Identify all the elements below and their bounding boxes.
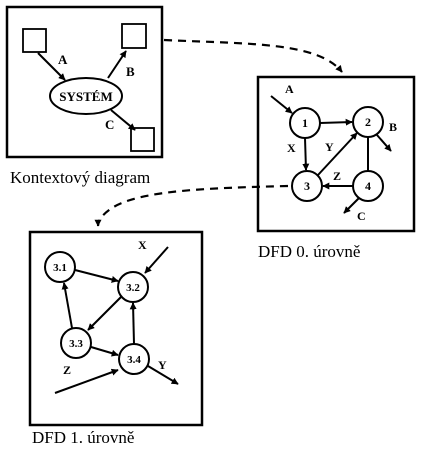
dfd1-frame	[28, 230, 204, 427]
system-label: SYSTÉM	[59, 89, 112, 104]
context-diagram-frame	[5, 5, 164, 159]
dfd0-flow-b-label: B	[389, 120, 397, 134]
dfd0-process-3	[291, 170, 323, 202]
flow-a-label: A	[58, 52, 68, 67]
dfd0-flow-a-arrow	[270, 95, 293, 114]
dfd1-flow-3-4-to-3-2	[129, 302, 137, 345]
dashed-connector-to-dfd1	[94, 184, 289, 227]
dfd0-flow-z-label: Z	[333, 169, 341, 183]
dfd0-diagram: 1 2 3 4 A B X Y Z C DFD 0. úrovně	[256, 75, 416, 261]
dfd1-flow-x-arrow	[144, 246, 169, 274]
dfd1-process-3-2	[117, 271, 149, 303]
external-entity-b	[121, 23, 147, 49]
external-entity-c	[130, 127, 155, 152]
dfd1-caption: DFD 1. úrovně	[32, 428, 134, 447]
flow-c-arrow	[110, 109, 136, 131]
dfd0-flow-x-arrow	[302, 137, 310, 171]
dfd1-flow-3-3-to-3-1	[61, 282, 73, 329]
system-node	[49, 77, 123, 115]
flow-b-label: B	[126, 64, 135, 79]
dfd1-flow-z-label: Z	[63, 363, 71, 377]
dfd0-flow-y-arrow	[317, 132, 358, 176]
context-diagram: SYSTÉM A B C Kontextový diagram	[5, 5, 164, 187]
dfd0-frame	[256, 75, 416, 233]
dfd0-caption: DFD 0. úrovně	[258, 242, 360, 261]
dfd1-process-3-3	[60, 327, 92, 359]
context-diagram-caption: Kontextový diagram	[10, 168, 150, 187]
dfd1-process-3-2-label: 3.2	[126, 282, 140, 294]
dfd0-process-3-label: 3	[304, 179, 310, 193]
dfd0-flow-a-label: A	[285, 82, 294, 96]
dfd1-flow-3-2-to-3-3	[87, 296, 122, 331]
dfd0-flow-b-arrow	[376, 134, 392, 152]
external-entity-a	[22, 28, 47, 53]
dfd1-diagram: 3.1 3.2 3.3 3.4 X Z Y DFD 1. úrovně	[28, 230, 204, 447]
dfd1-flow-x-label: X	[138, 238, 147, 252]
flow-c-label: C	[105, 117, 114, 132]
dfd1-process-3-1-label: 3.1	[53, 262, 67, 274]
flow-a-arrow	[37, 52, 66, 81]
dfd1-process-3-4-label: 3.4	[127, 354, 141, 366]
dfd1-process-3-1	[44, 251, 76, 283]
dfd0-process-1-label: 1	[302, 116, 308, 130]
flow-b-arrow	[107, 50, 127, 79]
dashed-connector-to-dfd0	[163, 38, 343, 73]
dfd1-flow-3-1-to-3-2	[74, 269, 119, 283]
dfd1-flow-y-arrow	[147, 365, 179, 385]
dfd1-flow-z-arrow	[54, 368, 119, 394]
dfd1-flow-y-label: Y	[158, 358, 167, 372]
dfd0-flow-c-arrow	[343, 197, 360, 214]
dfd0-flow-x-label: X	[287, 141, 296, 155]
dfd0-flow-1-2	[319, 118, 353, 126]
dfd0-process-4-label: 4	[365, 179, 371, 193]
dfd0-flow-c-label: C	[357, 209, 366, 223]
dfd0-flow-y-label: Y	[325, 140, 334, 154]
dfd0-process-2-label: 2	[365, 115, 371, 129]
dfd1-flow-3-3-to-3-4	[90, 346, 119, 357]
dfd1-process-3-3-label: 3.3	[69, 338, 83, 350]
